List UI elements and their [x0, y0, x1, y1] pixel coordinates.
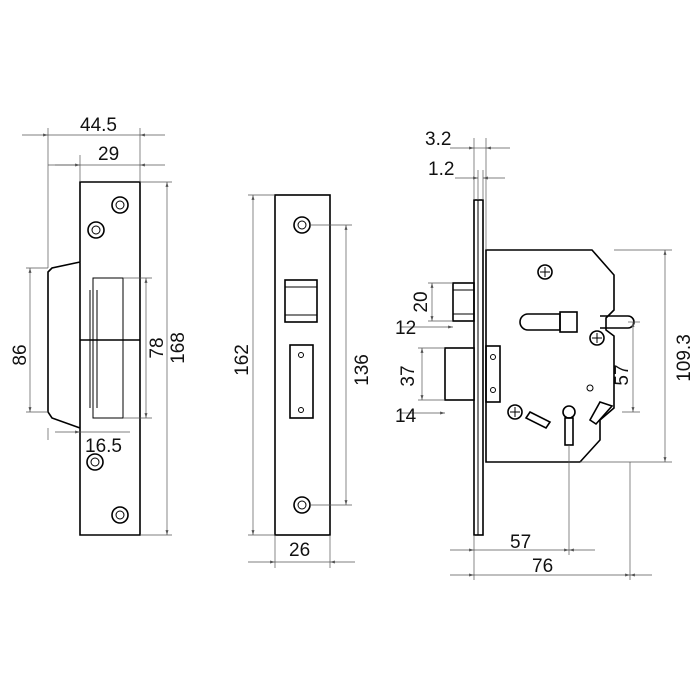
screw-hole — [111, 506, 129, 524]
label-109-3: 109.3 — [674, 334, 695, 382]
label-76: 76 — [532, 556, 553, 577]
label-20: 20 — [411, 291, 432, 312]
deadbolt — [444, 347, 475, 401]
label-37: 37 — [398, 365, 419, 386]
case-screw — [507, 404, 523, 420]
keyhole-bottom — [564, 417, 574, 446]
keyhole-top — [562, 405, 576, 419]
label-12: 12 — [395, 318, 416, 339]
follower-square — [559, 311, 578, 333]
bolt-bracket — [485, 345, 501, 403]
lever-slot-right — [588, 401, 614, 426]
screw-hole — [293, 496, 311, 514]
label-168: 168 — [168, 332, 189, 364]
case-screw — [537, 264, 553, 280]
latch-slot — [284, 279, 318, 323]
case-screw — [589, 330, 605, 346]
latch — [452, 282, 475, 322]
label-14: 14 — [395, 406, 417, 427]
lock-case — [444, 199, 635, 536]
screw-hole — [293, 216, 311, 234]
screw-hole — [86, 453, 104, 471]
label-78: 78 — [147, 337, 168, 358]
label-162: 162 — [232, 344, 253, 376]
label-57-horizontal: 57 — [510, 532, 531, 553]
forend-dimensions: 162 136 26 — [232, 194, 373, 568]
case-body — [485, 249, 615, 463]
label-136: 136 — [352, 354, 373, 386]
lock-case-dimensions: 3.2 1.2 20 12 37 14 109.3 57 57 76 — [395, 129, 695, 580]
label-1-2: 1.2 — [428, 159, 454, 180]
label-29: 29 — [98, 144, 119, 165]
follower-slot — [519, 313, 561, 331]
screw-hole — [111, 196, 129, 214]
strike-plate-box — [92, 277, 124, 419]
label-44-5: 44.5 — [80, 115, 117, 136]
bolt-slot — [289, 344, 314, 419]
label-86: 86 — [10, 344, 31, 365]
lever-slot — [524, 410, 552, 430]
label-57-vertical: 57 — [612, 364, 633, 385]
screw-hole — [87, 221, 105, 239]
forend-outline — [274, 194, 331, 536]
label-3-2: 3.2 — [425, 129, 451, 150]
forend-plate — [274, 194, 331, 536]
label-26: 26 — [289, 540, 310, 561]
strike-plate — [47, 181, 141, 536]
strike-plate-outline — [47, 181, 141, 536]
label-16-5: 16.5 — [85, 436, 122, 457]
strike-dimensions: 44.5 29 86 78 168 16.5 — [10, 115, 189, 536]
